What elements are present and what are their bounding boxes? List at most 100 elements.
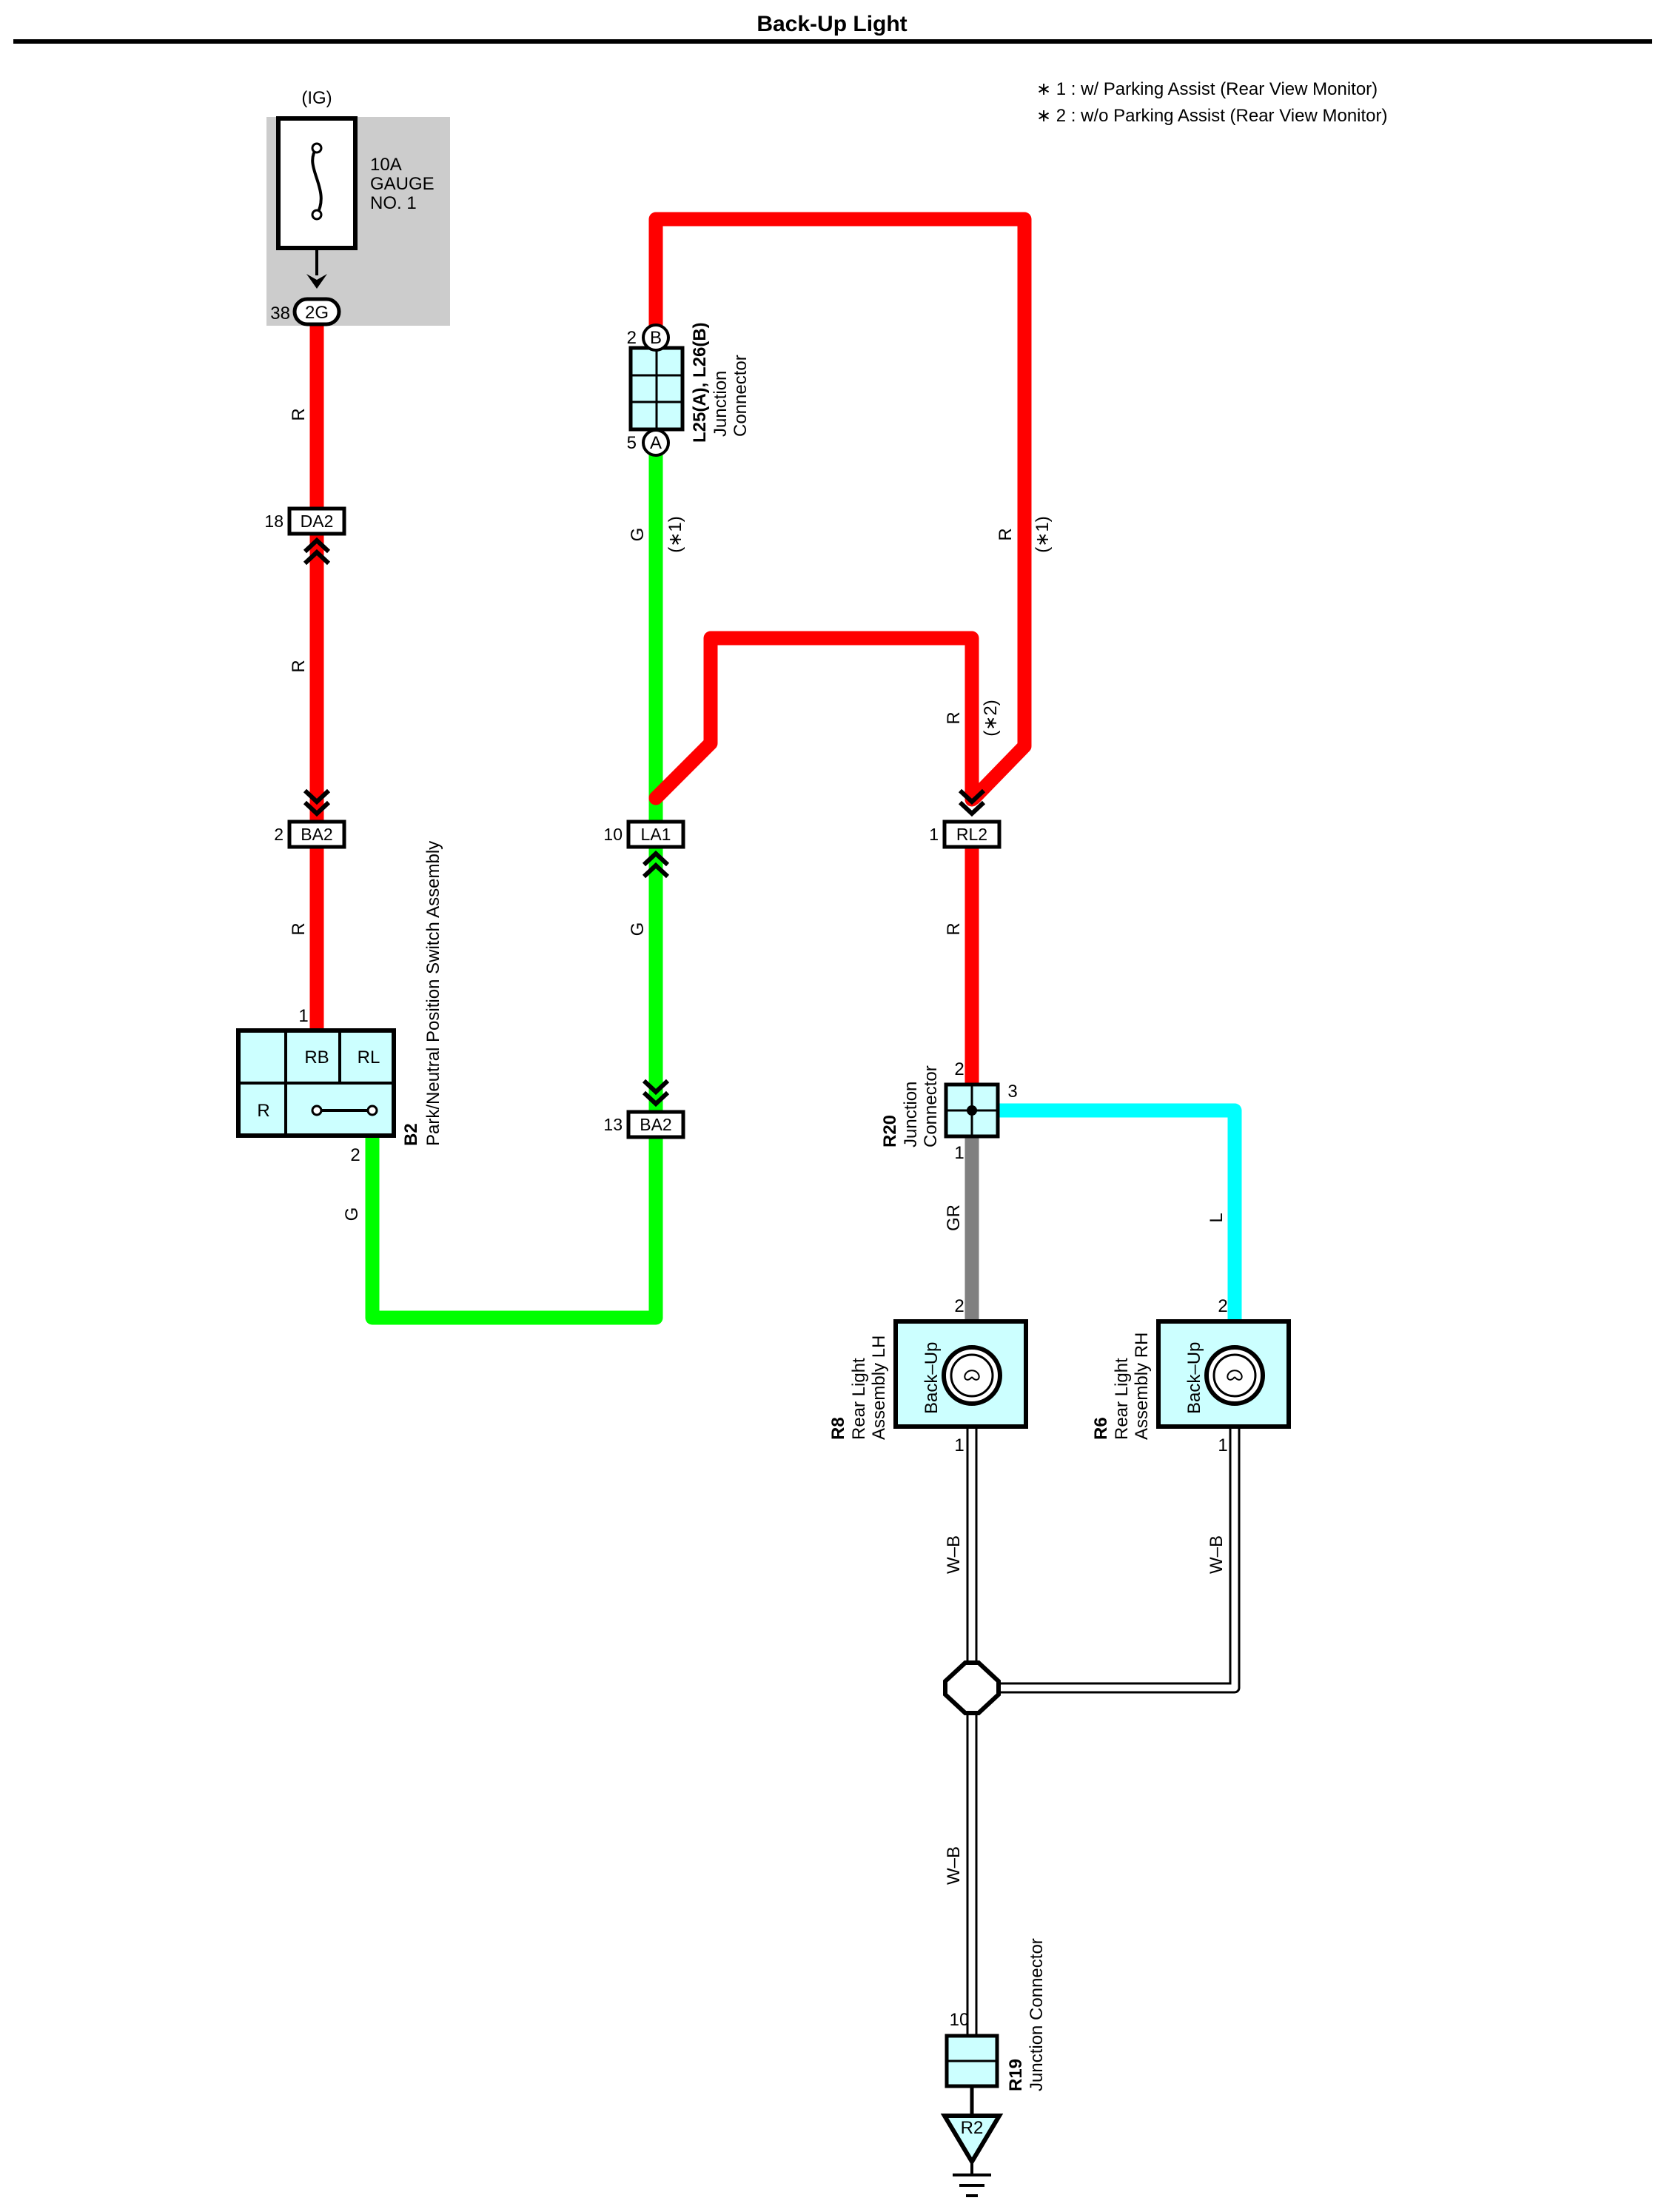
wire-cyan-r20-r6: [990, 1103, 1242, 1329]
fuse-icon: [311, 147, 323, 215]
connector-la1: [626, 820, 685, 849]
fuse-name-2: NO. 1: [370, 193, 417, 213]
connector-rl2-pin: 1: [929, 825, 939, 844]
wire-label-r-da2: R: [289, 660, 309, 672]
connector-ba2-mid: [626, 1110, 685, 1139]
connector-la1-pin: 10: [603, 825, 623, 844]
chevron-up-icon: [303, 537, 331, 566]
junction-r20-line2: Connector: [921, 1065, 941, 1147]
junction-l25-terminal-b: [642, 324, 670, 352]
fuse-arrow-icon: [306, 274, 327, 289]
wire-label-g-la1: G: [628, 922, 648, 936]
wires: [309, 212, 1242, 2042]
connector-ba2-left-label: BA2: [301, 825, 332, 844]
chevron-down-icon: [642, 1079, 670, 1107]
fuse-rating: 10A: [370, 155, 402, 175]
connector-ba2-mid-label: BA2: [640, 1115, 671, 1134]
lamp-r6-line2: Assembly RH: [1132, 1333, 1152, 1440]
junction-l25-terminal-a: [642, 429, 670, 457]
junction-r20-pin-top: 2: [954, 1059, 964, 1079]
splice-point-octagon: [943, 1660, 1001, 1715]
wire-label-wb-ground: W–B: [944, 1846, 964, 1885]
wire-label-r-fuse: R: [289, 408, 309, 420]
note-2: ∗ 2 : w/o Parking Assist (Rear View Moni…: [1036, 106, 1388, 126]
lamp-r8-body: [893, 1319, 1028, 1429]
fuse-supply-label: (IG): [301, 88, 332, 108]
junction-r19-id: R19: [1006, 2059, 1026, 2091]
lamp-r8-id: R8: [828, 1417, 848, 1440]
switch-b2-term-rl: RL: [358, 1048, 380, 1068]
connector-2g-label: 2G: [305, 303, 329, 323]
note-1: ∗ 1 : w/ Parking Assist (Rear View Monit…: [1036, 79, 1378, 99]
wire-label-gr: GR: [944, 1204, 964, 1231]
connector-ba2-left: [287, 820, 346, 849]
connector-rl2-label: RL2: [956, 825, 987, 844]
fuse-name-1: GAUGE: [370, 174, 435, 194]
connector-da2-pin: 18: [264, 512, 284, 531]
wire-label-r-rl2-r20: R: [944, 922, 964, 935]
switch-b2-term-rb: RB: [304, 1048, 329, 1068]
lamp-r8-line1: Rear Light: [849, 1358, 869, 1440]
lamp-r6-pin-top: 2: [1218, 1296, 1227, 1316]
switch-b2-term-r: R: [257, 1101, 269, 1121]
junction-r20-pin-right: 3: [1007, 1082, 1017, 1102]
junction-r19-name: Junction Connector: [1027, 1938, 1047, 2091]
junction-r20-line1: Junction: [901, 1082, 921, 1147]
ground: R2: [940, 2114, 1004, 2197]
lamp-r6-pin-bottom: 1: [1218, 1435, 1227, 1455]
junction-l25-letter-a: A: [650, 433, 662, 453]
wire-green-b2-ba2: [365, 829, 663, 1325]
wire-label-g-b2: G: [342, 1207, 362, 1221]
ground-triangle: [940, 2114, 1004, 2166]
ground-label: R2: [961, 2118, 984, 2138]
junction-l25-pin-b: 2: [627, 328, 637, 348]
junction-l25-line2: Connector: [731, 355, 751, 437]
connector-da2: [287, 506, 346, 536]
switch-b2-id: B2: [401, 1123, 421, 1146]
connector-2g-pin: 38: [270, 304, 290, 324]
chevron-down-icon: [303, 788, 331, 817]
lamp-r8-line2: Assembly LH: [869, 1335, 889, 1440]
wire-label-wb-r6: W–B: [1207, 1535, 1227, 1574]
wire-label-r-ba2: R: [289, 922, 309, 935]
junction-l25-pin-a: 5: [627, 433, 637, 453]
page-title: Back-Up Light: [756, 12, 907, 36]
junction-r20: 2 3 1 R20 Junction Connector: [880, 1059, 1018, 1163]
junction-l25-line1: Junction: [711, 371, 731, 437]
lamp-r8-bulb-label: Back–Up: [922, 1342, 942, 1414]
chevron-up-icon: [642, 850, 670, 879]
switch-contact-right: [366, 1105, 378, 1116]
switch-b2-pin-in: 1: [298, 1006, 308, 1026]
wire-label-r-rl2-in: R: [944, 711, 964, 724]
chevron-down-icon: [958, 788, 986, 817]
wire-wb-group: [966, 1423, 1241, 2042]
lamp-r8-pin-top: 2: [954, 1296, 964, 1316]
wire-label-r-rl2-in-note: (∗2): [981, 700, 1001, 736]
lamp-r6-id: R6: [1091, 1417, 1111, 1440]
switch-b2: RB RL R 1 2 B2 Park/Neutral Position Swi…: [236, 841, 443, 1165]
wire-label-r-loop: R: [996, 528, 1016, 540]
connector-ba2-mid-pin: 13: [603, 1115, 623, 1134]
wire-label-g-l25: G: [628, 528, 648, 542]
inline-connectors: DA2 18 BA2 2 LA1 10 BA2 13 RL2 1: [264, 506, 1002, 1139]
lamp-r8: Back–Up 2 1 R8 Rear Light Assembly LH: [828, 1296, 1028, 1455]
junction-r20-splice-dot: [967, 1105, 977, 1116]
lamp-r8-pin-bottom: 1: [954, 1435, 964, 1455]
lamp-r6: Back–Up 2 1 R6 Rear Light Assembly RH: [1091, 1296, 1291, 1455]
connector-rl2: [942, 820, 1002, 849]
wire-red-la1-rl2: [648, 631, 979, 807]
wire-label-wb-r8: W–B: [944, 1535, 964, 1574]
fuse-block: (IG) 10A GAUGE NO. 1 2G 38: [266, 88, 450, 326]
lamp-r6-line1: Rear Light: [1112, 1358, 1132, 1440]
connector-la1-label: LA1: [641, 825, 671, 844]
wire-label-l: L: [1207, 1213, 1227, 1222]
lamp-r6-bulb-label: Back–Up: [1184, 1342, 1204, 1414]
connector-2g: [292, 297, 341, 326]
wire-label-r-loop-note: (∗1): [1033, 516, 1053, 552]
wire-red-l25-rl2: [648, 212, 1032, 805]
junction-r19-pin: 10: [950, 2010, 970, 2030]
junction-l25-l26: B 2 A 5 L25(A), L26(B) Junction Connecto…: [627, 322, 751, 457]
connector-da2-label: DA2: [301, 512, 334, 531]
junction-l25-letter-b: B: [650, 328, 662, 348]
